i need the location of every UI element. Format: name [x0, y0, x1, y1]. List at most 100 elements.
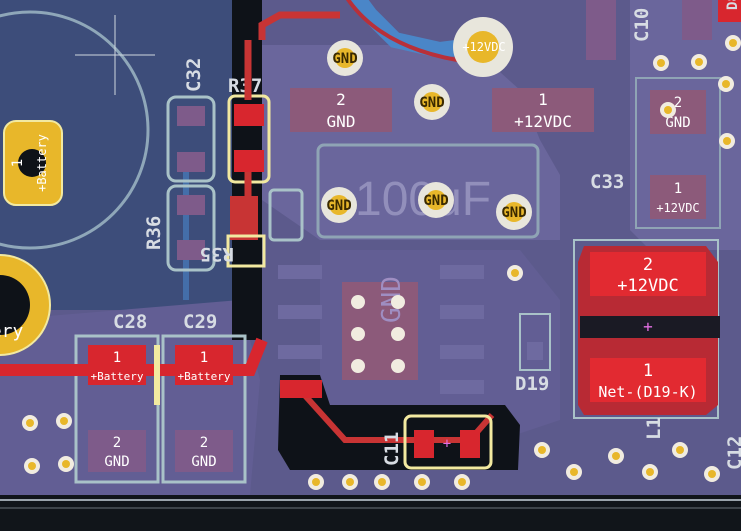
ic-pin[interactable] — [278, 345, 322, 359]
stitch-via-core — [708, 470, 716, 478]
stitch-via-core — [612, 452, 620, 460]
c33-outline — [635, 77, 721, 229]
battery-track — [0, 337, 268, 376]
c10-pad[interactable] — [586, 0, 616, 60]
c29-pad-1-net: +Battery — [178, 370, 231, 383]
gnd-via-ring — [504, 202, 524, 222]
ic-pin[interactable] — [278, 305, 322, 319]
l1-pad-2-num: 2 — [643, 255, 653, 275]
l1-pad-1-num: 1 — [643, 361, 653, 381]
c33-pad-1-num: 1 — [674, 181, 682, 197]
bottom-track-outline — [346, 0, 471, 64]
c11-pad-1[interactable] — [460, 430, 480, 458]
ic-via — [351, 295, 365, 309]
isolation-area — [278, 375, 520, 470]
c11-center-mark: + — [443, 436, 451, 452]
d19-refdes: D19 — [515, 373, 549, 395]
ic-pin[interactable] — [440, 265, 484, 279]
small-gnd-pad[interactable] — [268, 188, 304, 242]
l1-pad-2[interactable] — [590, 252, 706, 296]
via-region-border — [316, 143, 540, 239]
c33-pad-1-net: +12VDC — [656, 201, 699, 215]
l1-pad-2-net: +12VDC — [617, 276, 678, 296]
c29-pad-1[interactable] — [175, 345, 233, 385]
ic-pin[interactable] — [440, 305, 484, 319]
stitch-via-core — [722, 80, 730, 88]
c28-outline — [74, 334, 160, 484]
battery-big-net: +Battery — [0, 321, 24, 342]
c28-pad-2-net: GND — [104, 454, 129, 470]
stitch-via-core — [646, 468, 654, 476]
c29-pad-2-net: GND — [191, 454, 216, 470]
c29-refdes: C29 — [183, 311, 217, 333]
l1-pad-1[interactable] — [590, 358, 706, 402]
r36-refdes: R36 — [143, 216, 165, 250]
gnd-via-group — [321, 40, 532, 230]
r35-pad[interactable] — [230, 196, 258, 240]
stitch-via-core — [657, 59, 665, 67]
c29-pad-2[interactable] — [175, 430, 233, 472]
gnd-via-ring — [426, 190, 446, 210]
c33-pad-2[interactable] — [650, 90, 706, 134]
ic-via — [391, 359, 405, 373]
r36-pad-1[interactable] — [177, 240, 205, 260]
stitch-via-core — [458, 478, 466, 486]
battery-tab-hole — [18, 149, 46, 177]
r36-pad-2[interactable] — [177, 195, 205, 215]
d8-pad[interactable] — [682, 0, 712, 40]
r37-pad-1[interactable] — [234, 150, 264, 172]
c28-pad-1-highlight — [154, 345, 160, 405]
c29-outline — [161, 334, 247, 484]
r37-pad-2[interactable] — [234, 104, 264, 126]
c11-pad-2[interactable] — [414, 430, 434, 458]
gnd-via-label: GND — [423, 193, 448, 209]
stitch-via-core — [378, 478, 386, 486]
d8-pad-red[interactable] — [718, 0, 741, 22]
cap-center-pad-2[interactable] — [290, 88, 392, 132]
l1-center-mark: + — [643, 317, 653, 336]
ic-pin[interactable] — [278, 265, 322, 279]
c28-pad-1-num: 1 — [113, 350, 121, 366]
cap-center-pad-2-net: GND — [327, 112, 356, 131]
c33-pad-1[interactable] — [650, 175, 706, 219]
stitch-via-core — [312, 478, 320, 486]
l1-center — [580, 316, 720, 338]
d8-refdes: D8 — [725, 0, 741, 10]
ic-via — [391, 327, 405, 341]
cap-center-pad-2-num: 2 — [336, 90, 346, 109]
battery-tab-num: 1 — [10, 159, 26, 167]
c32-pad-2[interactable] — [177, 106, 205, 126]
top-tht-net: +12VDC — [462, 40, 505, 54]
gnd-via-label: GND — [501, 205, 526, 221]
red-pad-isolated[interactable] — [280, 380, 322, 398]
gnd-via-label: GND — [332, 51, 357, 67]
c11-refdes: C11 — [381, 432, 403, 466]
c28-pad-2-num: 2 — [113, 435, 121, 451]
stitch-via-core — [511, 269, 519, 277]
r35-refdes: R35 — [200, 243, 234, 265]
c28-pad-1[interactable] — [88, 345, 146, 385]
stitch-via-core — [664, 106, 672, 114]
c33-pad-2-net: GND — [665, 115, 690, 131]
stitch-via-core — [418, 478, 426, 486]
cap-center-pad-1[interactable] — [492, 88, 594, 132]
gnd-via-ring — [329, 195, 349, 215]
gnd-via-label: GND — [326, 198, 351, 214]
top-track-a — [258, 11, 340, 40]
c33-refdes: C33 — [590, 171, 624, 193]
c33-pad-2-num: 2 — [674, 95, 682, 111]
r36-outline — [166, 184, 216, 272]
ic-pin[interactable] — [440, 380, 484, 394]
c10-refdes: C10 — [631, 8, 653, 42]
c28-pad-2[interactable] — [88, 430, 146, 472]
c28-refdes: C28 — [113, 311, 147, 333]
stitch-vias — [22, 35, 741, 490]
c28-pad-1-net: +Battery — [91, 370, 144, 383]
ic-via-group — [351, 295, 405, 373]
c32-pad-1[interactable] — [177, 152, 205, 172]
cap-center-pad-1-num: 1 — [538, 90, 548, 109]
ic-pin[interactable] — [440, 345, 484, 359]
d19-pad[interactable] — [527, 342, 543, 360]
